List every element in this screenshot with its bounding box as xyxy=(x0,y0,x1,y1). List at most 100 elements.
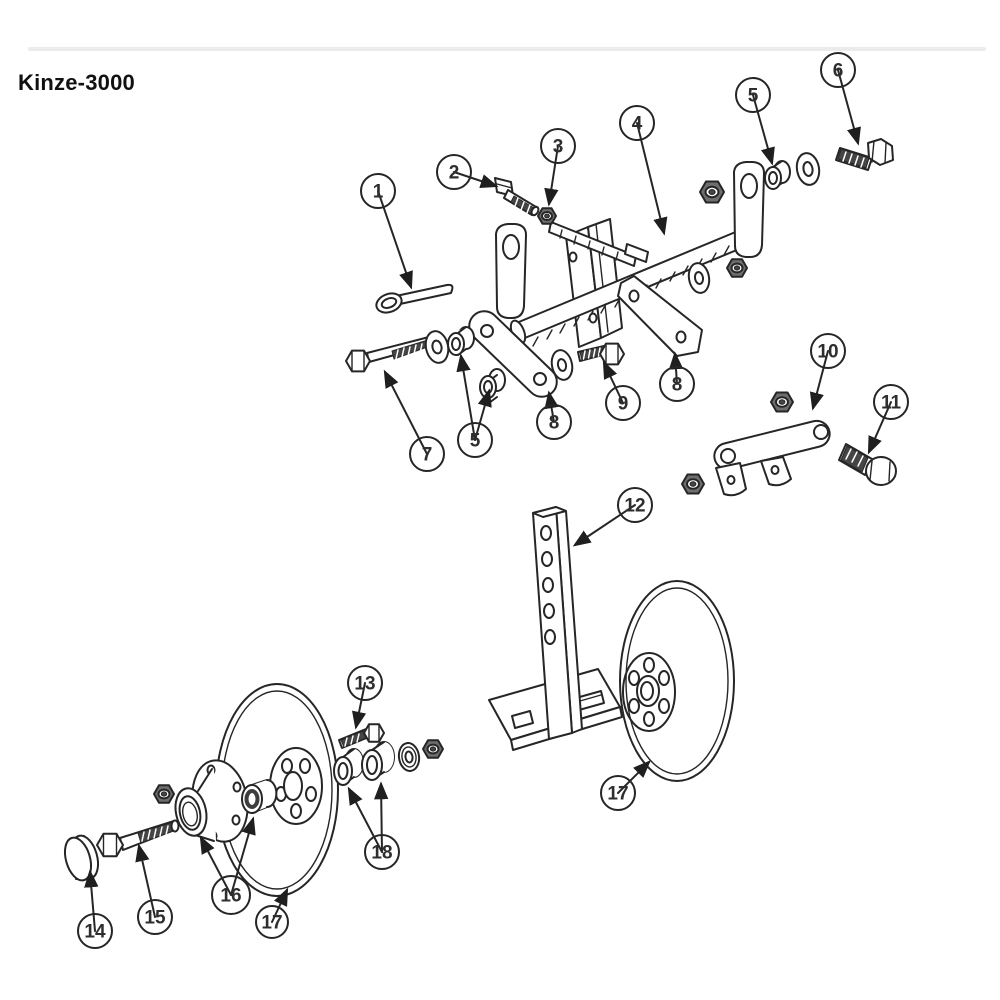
bushing-5-top-drawing xyxy=(764,160,791,190)
washer-mid-right-drawing xyxy=(687,262,711,294)
disc-blade-right-drawing xyxy=(619,580,735,782)
callout-number: 6 xyxy=(833,61,844,82)
hex-bolt-13-drawing xyxy=(338,723,385,749)
hex-bolt-11-drawing xyxy=(838,443,897,486)
callout-circle-4 xyxy=(619,105,655,141)
header-divider xyxy=(28,47,986,51)
callout-3: 3 xyxy=(540,128,576,207)
callout-leader-line xyxy=(636,122,668,236)
callout-leader-line xyxy=(347,786,383,853)
callout-17: 17 xyxy=(255,887,289,939)
callout-leader-line xyxy=(544,145,559,207)
page-title: Kinze-3000 xyxy=(18,70,135,95)
callout-leader-line xyxy=(453,171,499,188)
callout-number: 8 xyxy=(672,375,683,396)
callout-circle-11 xyxy=(873,384,909,420)
callout-circle-17 xyxy=(255,905,289,939)
lock-nut-3-drawing xyxy=(537,207,557,225)
callout-7: 7 xyxy=(383,369,445,472)
bushing-18-left-drawing xyxy=(333,748,364,786)
bushing-5-lower-drawing xyxy=(479,368,506,404)
callout-number: 7 xyxy=(422,445,433,466)
washer-9-drawing xyxy=(550,349,574,381)
callout-leader-line xyxy=(377,190,413,290)
callout-leader-line xyxy=(230,816,256,896)
callout-leader-line xyxy=(352,682,367,730)
callout-circle-10 xyxy=(810,333,846,369)
callout-leader-line xyxy=(809,350,829,411)
callout-number: 1 xyxy=(373,182,384,203)
callout-circle-7 xyxy=(409,436,445,472)
lynch-pin-drawing xyxy=(375,283,454,314)
callout-circle-5 xyxy=(457,422,493,458)
callout-number: 11 xyxy=(881,393,902,414)
callout-leader-line xyxy=(374,781,389,853)
callout-circle-17 xyxy=(600,775,636,811)
callout-circle-8 xyxy=(536,404,572,440)
callout-circle-5 xyxy=(735,77,771,113)
callout-circle-12 xyxy=(617,487,653,523)
callout-number: 2 xyxy=(449,163,460,184)
callout-leader-line xyxy=(199,835,232,896)
callout-4: 4 xyxy=(619,105,668,236)
callout-leader-line xyxy=(544,390,559,423)
callout-leader-line xyxy=(867,401,892,455)
callout-number: 15 xyxy=(144,908,166,929)
callout-10: 10 xyxy=(809,333,846,411)
callout-circle-3 xyxy=(540,128,576,164)
callout-18: 18 xyxy=(347,781,400,870)
callout-leader-line xyxy=(837,69,861,146)
shank-drawing xyxy=(532,506,583,740)
callout-number: 4 xyxy=(632,114,643,135)
callout-leader-line xyxy=(456,353,476,441)
callout-8: 8 xyxy=(659,351,695,402)
carriage-bolt-drawing xyxy=(494,177,540,217)
callout-circle-14 xyxy=(77,913,113,949)
callout-14: 14 xyxy=(77,869,113,949)
callout-circle-1 xyxy=(360,173,396,209)
nut-18-drawing xyxy=(422,739,444,759)
washer-18-drawing xyxy=(397,742,421,772)
callout-leader-line xyxy=(135,843,156,918)
callout-leader-line xyxy=(752,94,775,166)
hex-bolt-15-drawing xyxy=(96,819,180,858)
callout-number: 18 xyxy=(371,843,392,864)
nut-mid-right-drawing xyxy=(726,258,748,278)
callout-17: 17 xyxy=(600,760,651,811)
callout-2: 2 xyxy=(436,154,499,190)
callout-6: 6 xyxy=(820,52,861,146)
washer-top-right-drawing xyxy=(795,152,821,186)
callout-15: 15 xyxy=(135,843,173,935)
callout-number: 16 xyxy=(220,886,241,907)
special-link-drawing xyxy=(681,391,831,497)
dust-cap-drawing xyxy=(63,834,100,882)
callout-number: 13 xyxy=(354,674,375,695)
callout-8: 8 xyxy=(536,390,572,440)
bushing-18-right-drawing xyxy=(361,741,395,781)
callout-16: 16 xyxy=(199,816,256,915)
callout-circle-6 xyxy=(820,52,856,88)
callout-number: 5 xyxy=(470,431,481,452)
callout-number: 17 xyxy=(607,784,628,805)
callout-leader-line xyxy=(383,369,428,455)
callout-12: 12 xyxy=(572,487,653,547)
callout-leader-line xyxy=(474,388,492,441)
callout-number: 3 xyxy=(553,137,564,158)
nut-upper-right-drawing xyxy=(699,180,725,204)
callout-circle-2 xyxy=(436,154,472,190)
hub-assembly-drawing xyxy=(174,759,249,843)
callout-number: 17 xyxy=(261,913,282,934)
hex-bolt-6-drawing xyxy=(835,138,894,171)
callout-11: 11 xyxy=(867,384,909,455)
callout-circle-15 xyxy=(137,899,173,935)
callout-leader-line xyxy=(617,760,651,794)
callout-leader-line xyxy=(84,869,99,932)
callout-1: 1 xyxy=(360,173,413,290)
hex-bolt-9-drawing xyxy=(577,342,625,366)
callout-number: 12 xyxy=(624,496,645,517)
callout-number: 8 xyxy=(549,413,560,434)
callout-13: 13 xyxy=(347,665,383,730)
